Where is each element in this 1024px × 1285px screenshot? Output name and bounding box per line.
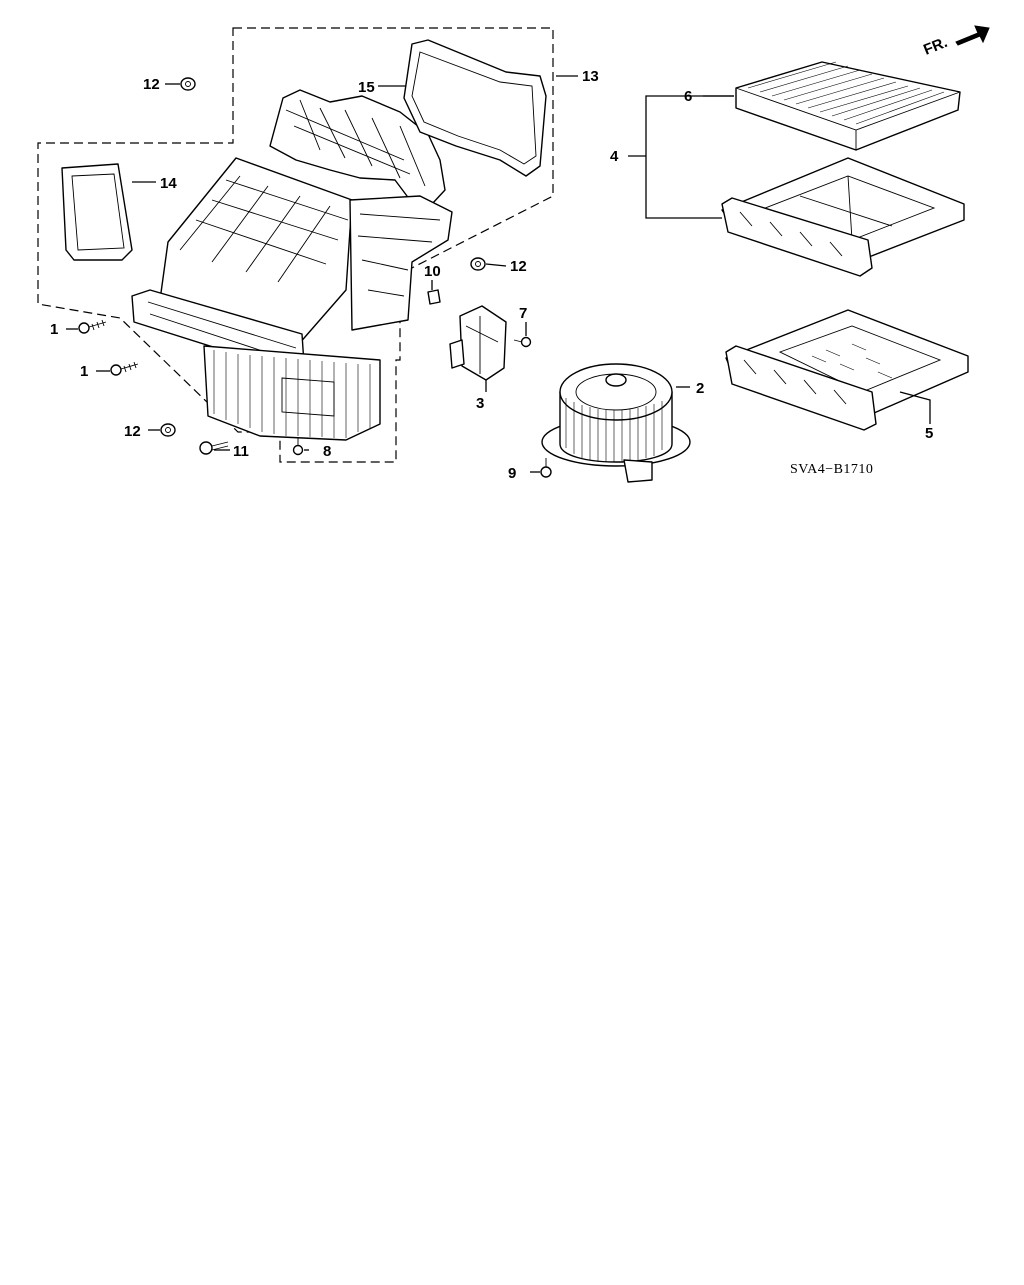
callout-label: 15 <box>358 79 375 96</box>
screw-icon <box>110 361 139 376</box>
callout-label: 9 <box>508 465 516 482</box>
callout-label: 13 <box>582 68 599 85</box>
callout-label: 10 <box>424 263 441 280</box>
callout-label: 8 <box>323 443 331 460</box>
callout-label: 6 <box>684 88 692 105</box>
callout-label: 12 <box>124 423 141 440</box>
filter-housing-part-4 <box>721 157 965 277</box>
callout-label: 7 <box>519 305 527 322</box>
filter-housing-part-5 <box>725 309 969 431</box>
seal-part-14 <box>61 163 133 261</box>
front-arrow-icon <box>955 25 990 46</box>
nut-icon <box>180 77 196 91</box>
leader-lines <box>66 75 931 473</box>
direction-label: FR. <box>921 34 950 59</box>
callout-label: 4 <box>610 148 619 165</box>
callout-label: 12 <box>143 76 160 93</box>
fasteners <box>78 77 552 478</box>
clip-icon <box>427 289 441 305</box>
seal-part-15 <box>403 39 547 177</box>
blower-motor-part-2 <box>541 363 691 483</box>
callout-label: 14 <box>160 175 177 192</box>
screw-icon <box>292 438 304 456</box>
callout-label: 1 <box>80 363 88 380</box>
diagram-code: SVA4−B1710 <box>790 462 873 477</box>
bolt-icon <box>199 441 229 455</box>
screw-icon <box>78 319 107 334</box>
screw-icon <box>513 336 532 348</box>
callout-label: 2 <box>696 380 704 397</box>
filter-element-part-6 <box>735 61 961 151</box>
callouts: 1 1 2 3 4 5 6 7 8 9 10 11 12 12 12 13 14… <box>50 68 933 482</box>
actuator-part-3 <box>449 305 507 381</box>
callout-label: 3 <box>476 395 484 412</box>
blower-housing-assembly <box>37 27 554 463</box>
nut-icon <box>470 257 486 271</box>
front-direction-indicator: FR. <box>921 25 990 59</box>
nut-icon <box>160 423 176 437</box>
callout-label: 12 <box>510 258 527 275</box>
screw-icon <box>540 458 552 478</box>
callout-label: 11 <box>233 443 249 460</box>
callout-label: 1 <box>50 321 58 338</box>
callout-label: 5 <box>925 425 933 442</box>
